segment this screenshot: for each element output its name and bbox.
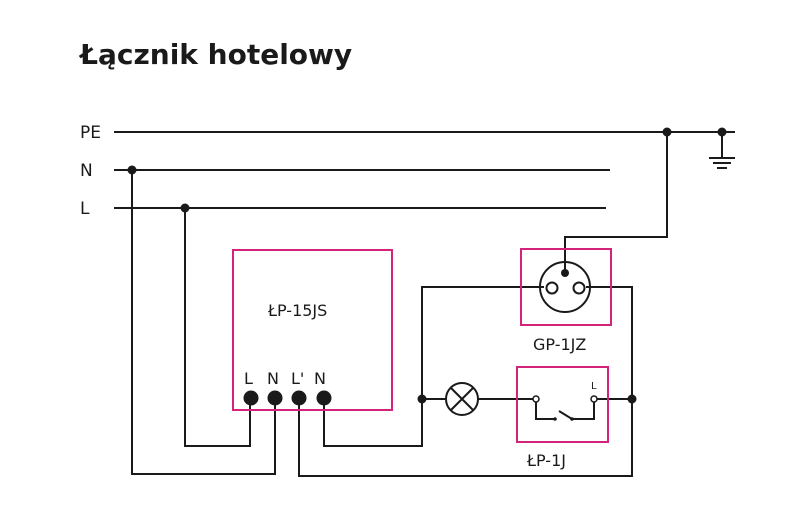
junction-lamp [417,394,427,404]
light-switch-terminal-label: L [591,381,597,392]
light-switch-label: ŁP-1J [526,451,566,470]
terminal-label-lprime: L' [291,369,304,388]
wire-lprime-rail [298,286,633,477]
bus-label-pe: PE [80,123,101,143]
wire-nout-junction [323,286,544,447]
wire-pe-socket [564,132,668,272]
junction-rail [627,394,637,404]
bus-label-l: L [80,199,90,219]
terminal-label-l: L [244,369,253,388]
wire-l-hotel [184,208,251,447]
lamp-icon [445,382,479,416]
bus-label-n: N [80,161,93,181]
terminal-n [267,390,283,406]
switch-icon [532,395,598,421]
terminal-nout [316,390,332,406]
hotel-switch-label: ŁP-15JS [267,301,327,320]
terminal-l [243,390,259,406]
terminal-lprime [291,390,307,406]
light-switch-box [516,366,609,443]
light-switch-device: L ŁP-1J [516,366,609,470]
wire-n-hotel [131,170,276,475]
terminal-label-n: N [267,369,279,388]
socket-icon [539,261,591,313]
socket-label: GP-1JZ [533,335,586,354]
terminal-label-nout: N [314,369,326,388]
hotel-switch-box [232,249,393,411]
ground-icon [709,132,735,169]
socket-device: GP-1JZ [520,248,612,354]
hotel-switch-device: ŁP-15JS L N L' N [232,249,393,411]
socket-box [520,248,612,326]
diagram-title: Łącznik hotelowy [78,38,352,71]
